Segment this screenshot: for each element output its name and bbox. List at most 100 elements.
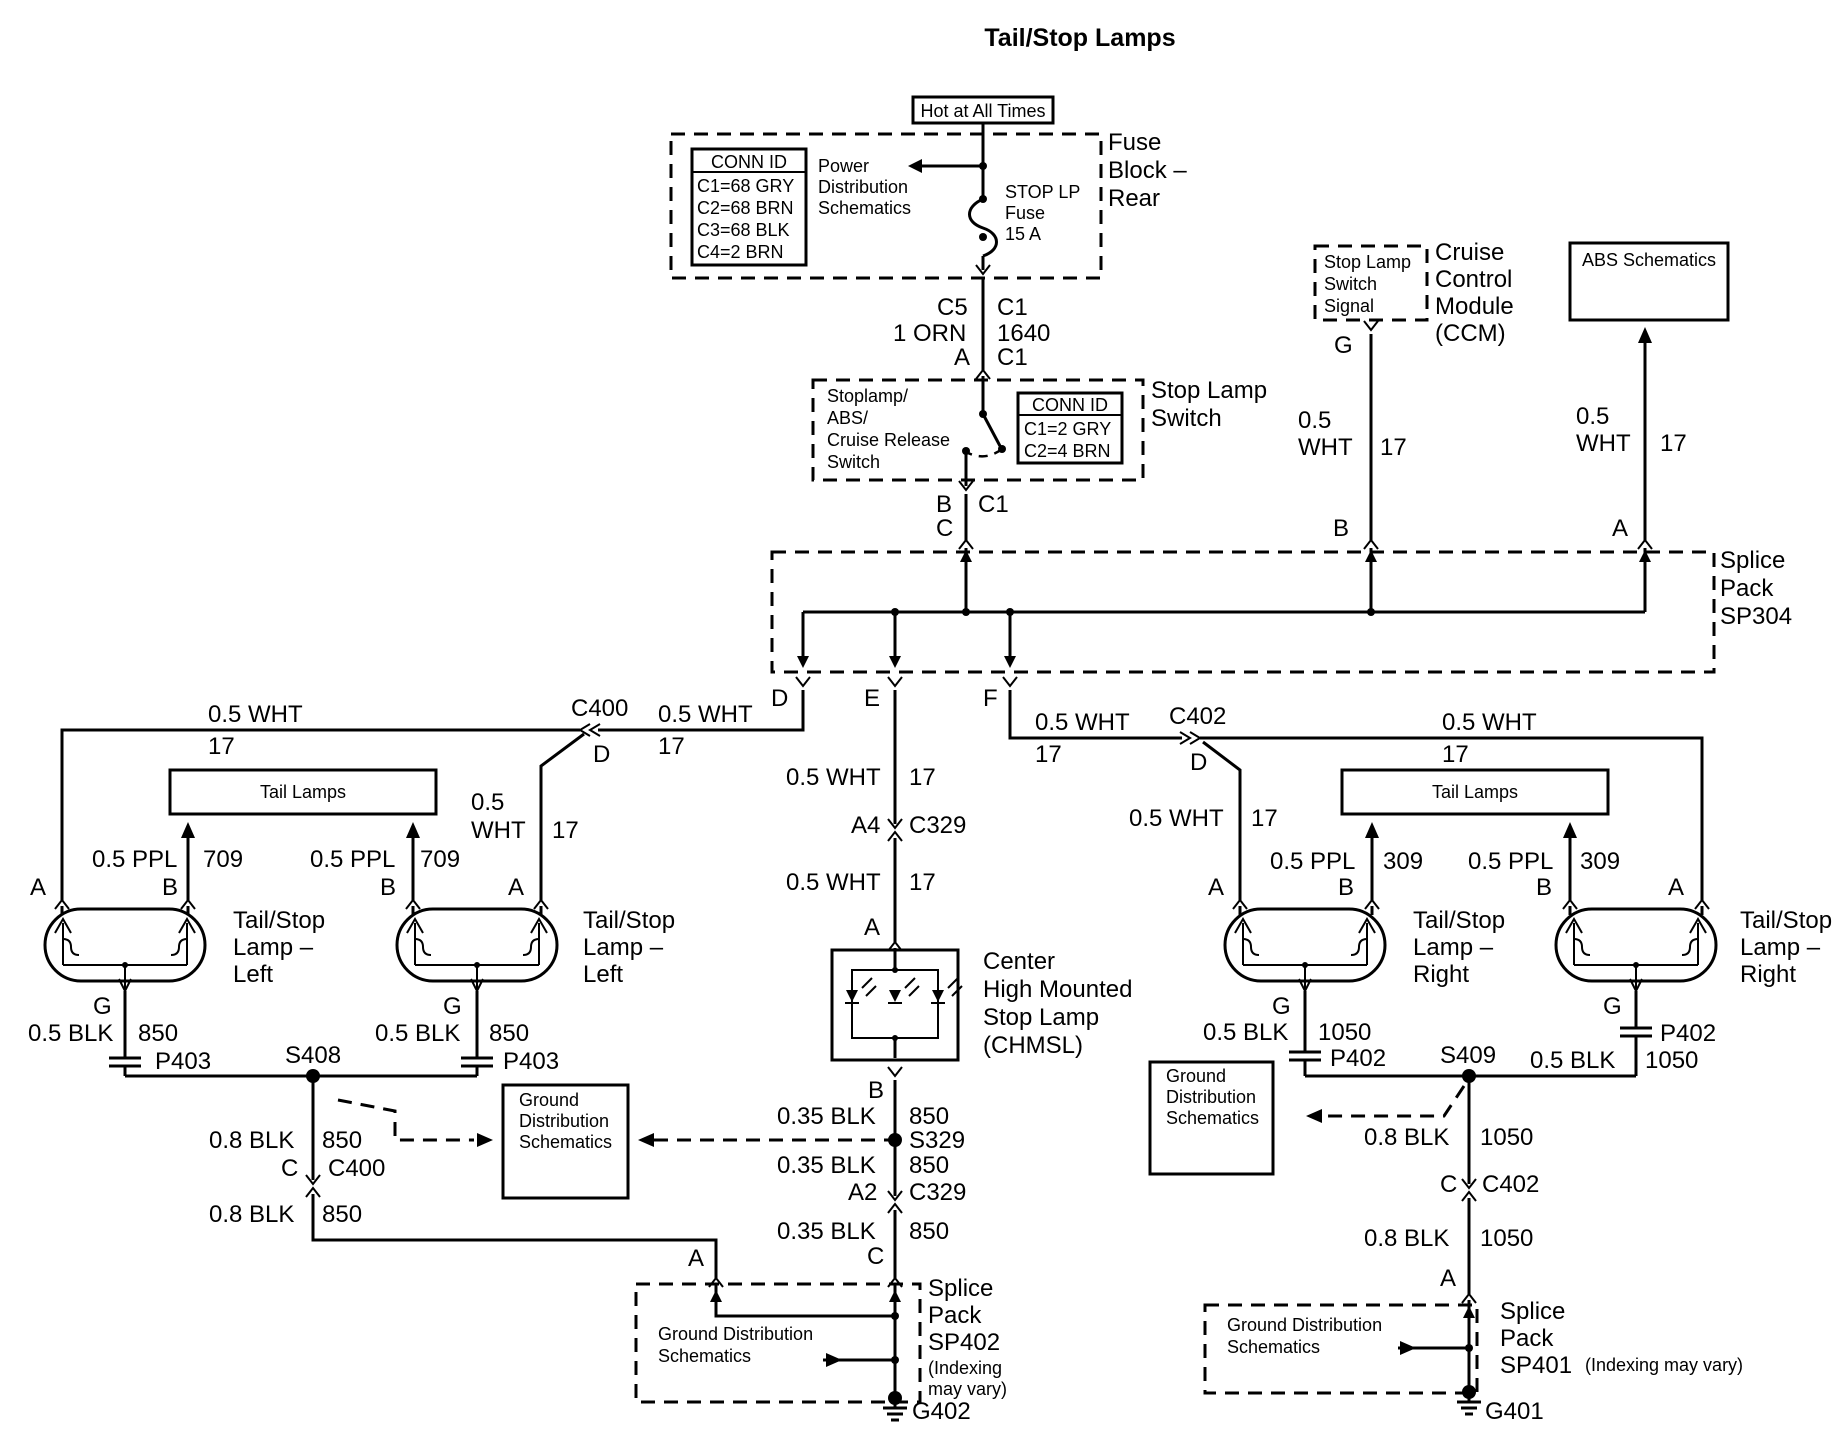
chmsl-connector-c329: C329 bbox=[909, 812, 966, 839]
left-drop-wire-2: WHT bbox=[471, 817, 526, 844]
right-tail-lamps-box bbox=[1340, 768, 1610, 816]
lamp-r2-feed-circuit: 309 bbox=[1580, 848, 1620, 875]
left-ground-wire: 0.8 BLK bbox=[209, 1127, 294, 1154]
left-outer-wire: 0.5 WHT bbox=[208, 701, 303, 728]
led-icon bbox=[932, 990, 944, 1002]
chmsl-wire-5: 0.35 BLK bbox=[777, 1218, 876, 1245]
arrow-right-icon bbox=[1400, 1341, 1416, 1355]
sp304-name-2: Pack bbox=[1720, 575, 1774, 602]
lamp-l2-connector: P403 bbox=[503, 1048, 559, 1075]
chmsl-circuit-5: 850 bbox=[909, 1218, 949, 1245]
lamp-r1-pin-a: A bbox=[1208, 874, 1224, 901]
splice-pack-sp401: Ground Distribution Schematics Splice Pa… bbox=[1203, 1298, 1743, 1425]
left-ground-circuit: 850 bbox=[322, 1127, 362, 1154]
lamp-l2-gnd-circuit: 850 bbox=[489, 1020, 529, 1047]
lamp-l2-pin-a: A bbox=[508, 874, 524, 901]
tail-stop-lamp-left-2: B A 0.5 PPL 709 Tail/Stop Lamp – Left G … bbox=[310, 846, 675, 1076]
ccm-pin: G bbox=[1334, 332, 1353, 359]
sp401-inner-1: Ground Distribution bbox=[1227, 1315, 1382, 1335]
abs-wire-line-1: 0.5 bbox=[1576, 403, 1609, 430]
tail-stop-lamp-right-1: A B 0.5 PPL 309 Tail/Stop Lamp – Right G… bbox=[1203, 848, 1505, 1076]
lamp-r1-connector: P402 bbox=[1330, 1045, 1386, 1072]
g401-label: G401 bbox=[1485, 1398, 1544, 1425]
lamp-r2-name-2: Lamp – bbox=[1740, 934, 1821, 961]
gnd-dist-left-2: Distribution bbox=[519, 1111, 609, 1131]
abs-schematics-box bbox=[1568, 241, 1730, 322]
lamp-l2-name-1: Tail/Stop bbox=[583, 907, 675, 934]
chmsl-circuit-4: 850 bbox=[909, 1152, 949, 1179]
lamp-bulb-icon bbox=[1223, 907, 1387, 993]
chmsl-circuit-2: 17 bbox=[909, 869, 936, 896]
lamp-l1-pin-a: A bbox=[30, 874, 46, 901]
left-drop-circuit: 17 bbox=[552, 817, 579, 844]
abs-wire-line-2: WHT bbox=[1576, 430, 1631, 457]
s408-label: S408 bbox=[285, 1042, 341, 1069]
fuse-name-3: 15 A bbox=[1005, 224, 1041, 244]
right-ground-wire-2: 0.8 BLK bbox=[1364, 1225, 1449, 1252]
lamp-r2-gnd-circuit: 1050 bbox=[1645, 1047, 1698, 1074]
lamp-l1-pin-g: G bbox=[93, 993, 112, 1020]
sp402-note-1: (Indexing bbox=[928, 1358, 1002, 1378]
fuse-conn-id-table bbox=[690, 147, 808, 267]
right-outer-wire: 0.5 WHT bbox=[1442, 709, 1537, 736]
right-inner-circuit: 17 bbox=[1035, 741, 1062, 768]
chmsl-name-4: (CHMSL) bbox=[983, 1032, 1083, 1059]
lamp-l2-feed-circuit: 709 bbox=[420, 846, 460, 873]
led-icon bbox=[889, 990, 901, 1002]
lamp-r2-pin-g: G bbox=[1603, 993, 1622, 1020]
stop-lamp-switch-name-1: Stop Lamp bbox=[1151, 377, 1267, 404]
sp402-name-3: SP402 bbox=[928, 1329, 1000, 1356]
lamp-l1-feed-circuit: 709 bbox=[203, 846, 243, 873]
abs-splice-pin: A bbox=[1612, 515, 1628, 542]
switch-inner-1: Stoplamp/ bbox=[827, 386, 908, 406]
chmsl-wire-3: 0.35 BLK bbox=[777, 1103, 876, 1130]
fuse-out-connector-right: C1 bbox=[997, 294, 1028, 321]
chmsl-circuit-1: 17 bbox=[909, 764, 936, 791]
left-ground-wire-2: 0.8 BLK bbox=[209, 1201, 294, 1228]
gnd-dist-left-1: Ground bbox=[519, 1090, 579, 1110]
c402-ground-connector: C402 bbox=[1482, 1171, 1539, 1198]
lamp-r2-name-1: Tail/Stop bbox=[1740, 907, 1832, 934]
switch-out-connector: C1 bbox=[978, 491, 1009, 518]
sp401-note: (Indexing may vary) bbox=[1585, 1355, 1743, 1375]
ccm-inner-2: Switch bbox=[1324, 274, 1377, 294]
gnd-dist-right-1: Ground bbox=[1166, 1066, 1226, 1086]
tail-stop-lamp-right-2: B A 0.5 PPL 309 Tail/Stop Lamp – Right G… bbox=[1468, 848, 1832, 1076]
fuse-out-wire-color: 1 ORN bbox=[893, 320, 966, 347]
lamp-r1-feed-wire: 0.5 PPL bbox=[1270, 848, 1355, 875]
arrow-up-icon bbox=[181, 822, 195, 838]
left-inner-wire: 0.5 WHT bbox=[658, 701, 753, 728]
c402-ground-pin: C bbox=[1440, 1171, 1457, 1198]
power-dist-label-3: Schematics bbox=[818, 198, 911, 218]
sp401-outline bbox=[1203, 1303, 1479, 1395]
fuse-conn-id-c3: C3=68 BLK bbox=[697, 220, 790, 240]
lamp-l1-name-1: Tail/Stop bbox=[233, 907, 325, 934]
switch-conn-id-table bbox=[1016, 391, 1124, 465]
gnd-dist-right-2: Distribution bbox=[1166, 1087, 1256, 1107]
left-tail-lamps-label: Tail Lamps bbox=[260, 782, 346, 802]
fuse-name-2: Fuse bbox=[1005, 203, 1045, 223]
sp304-name-1: Splice bbox=[1720, 547, 1785, 574]
arrow-up-icon bbox=[406, 822, 420, 838]
c400-ground-connector: C400 bbox=[328, 1155, 385, 1182]
fuse-conn-id-c1: C1=68 GRY bbox=[697, 176, 794, 196]
tail-stop-lamp-left-1: A B 0.5 PPL 709 Tail/Stop Lamp – Left G … bbox=[28, 846, 325, 1076]
cruise-control-module: Stop Lamp Switch Signal Cruise Control M… bbox=[1298, 239, 1514, 550]
lamp-l1-feed-wire: 0.5 PPL bbox=[92, 846, 177, 873]
ccm-circuit: 17 bbox=[1380, 434, 1407, 461]
left-outer-circuit: 17 bbox=[208, 733, 235, 760]
s409-label: S409 bbox=[1440, 1042, 1496, 1069]
lamp-l2-pin-b: B bbox=[380, 874, 396, 901]
c400-ground-pin: C bbox=[281, 1155, 298, 1182]
sp402-pin-a: A bbox=[688, 1245, 704, 1272]
g402-label: G402 bbox=[912, 1398, 971, 1425]
lamp-r2-gnd-wire: 0.5 BLK bbox=[1530, 1047, 1615, 1074]
s329-label: S329 bbox=[909, 1127, 965, 1154]
ccm-name-1: Cruise bbox=[1435, 239, 1504, 266]
gnd-dist-right-3: Schematics bbox=[1166, 1108, 1259, 1128]
left-ground-circuit-2: 850 bbox=[322, 1201, 362, 1228]
ccm-splice-pin: B bbox=[1333, 515, 1349, 542]
chmsl-wire-2: 0.5 WHT bbox=[786, 869, 881, 896]
right-tail-stop-circuit: 0.5 WHT 17 C402 D 0.5 WHT 17 0.5 WHT 17 … bbox=[1008, 690, 1832, 1304]
lamp-r2-name-3: Right bbox=[1740, 961, 1796, 988]
